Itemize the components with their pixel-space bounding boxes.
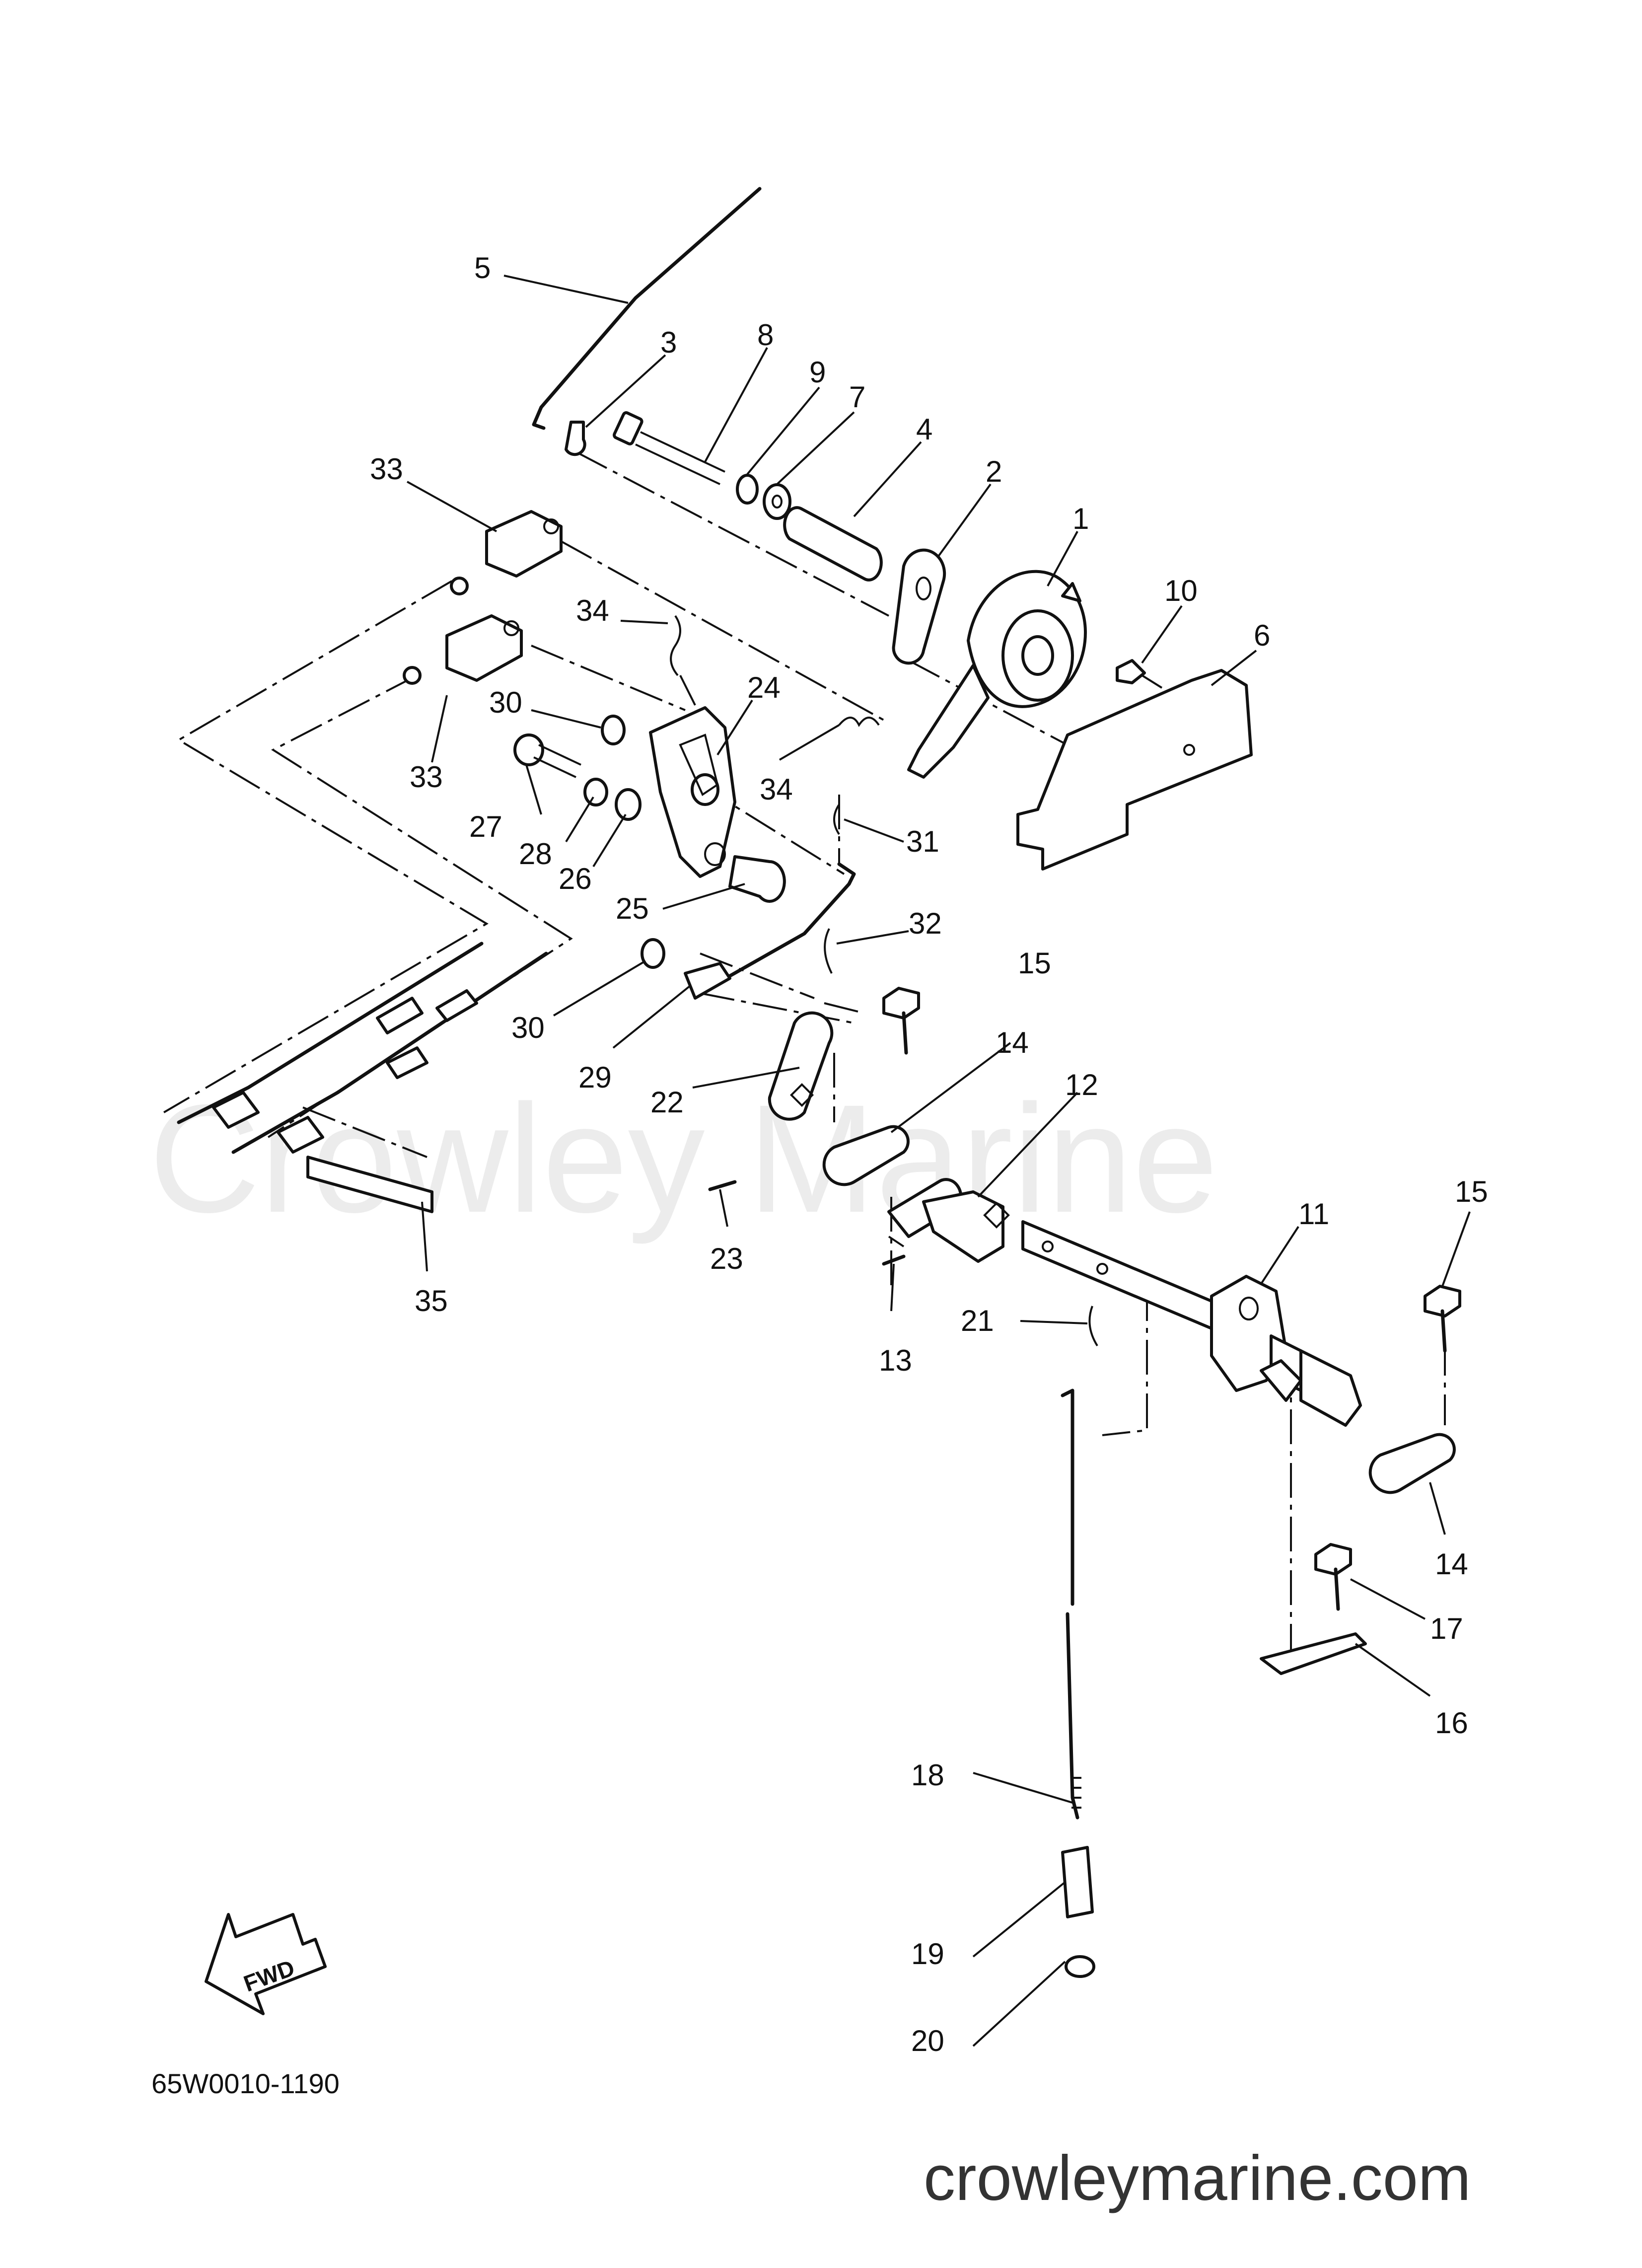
callout-31: 31	[906, 825, 939, 858]
callout-21: 21	[961, 1304, 994, 1337]
remote-cables	[177, 942, 548, 1154]
diagram-code: 65W0010-1190	[151, 2068, 340, 2099]
clamp-part-14b	[1368, 1433, 1456, 1494]
lever-part-22	[768, 1011, 834, 1121]
callout-6: 6	[1254, 619, 1270, 652]
washer-part-7	[763, 483, 791, 520]
callouts: 5 3 8 9 7 4 2 1 10 6 33 34 30 24 34 33 2…	[370, 251, 1488, 2057]
leader-lines	[407, 275, 1471, 2047]
washer-part-28	[583, 778, 608, 806]
callout-15a: 15	[1018, 947, 1051, 980]
rod-part-18	[1061, 1389, 1081, 1820]
callout-7: 7	[849, 380, 865, 414]
bracket-part-6	[1016, 669, 1253, 871]
callout-5: 5	[474, 251, 491, 285]
callout-28: 28	[519, 837, 552, 871]
throttle-cam-part-1	[907, 570, 1087, 779]
callout-26: 26	[559, 862, 592, 895]
joint-part-3	[565, 421, 586, 456]
nut-33a	[450, 577, 469, 595]
lever-part-12	[887, 1178, 1010, 1263]
callout-23: 23	[710, 1242, 743, 1275]
callout-9: 9	[809, 356, 826, 389]
callout-32: 32	[909, 907, 942, 940]
site-url: crowleymarine.com	[924, 2143, 1471, 2214]
callout-13: 13	[879, 1344, 912, 1377]
nut-33b	[403, 666, 422, 685]
washer-part-26	[615, 788, 642, 821]
watermark-text: Crowley Marine	[149, 1072, 1218, 1245]
callout-34a: 34	[576, 594, 609, 627]
pin-part-23	[708, 1180, 737, 1191]
callout-15b: 15	[1455, 1175, 1488, 1208]
joint-part-29	[684, 962, 731, 1000]
callout-30a: 30	[489, 686, 522, 719]
clamp-part-14a	[822, 1125, 910, 1186]
collar-part-25	[728, 855, 786, 903]
bolt-part-15a	[882, 987, 920, 1055]
link-part-2	[892, 548, 946, 665]
clip-part-32	[824, 928, 833, 974]
callout-27: 27	[469, 810, 502, 843]
screw-part-10	[1116, 659, 1163, 689]
rod-part-31	[711, 862, 856, 988]
washer-part-30a	[601, 715, 626, 745]
clip-part-21	[1088, 1306, 1098, 1347]
callout-12: 12	[1065, 1068, 1098, 1101]
callout-24: 24	[747, 671, 781, 704]
callout-22: 22	[650, 1086, 684, 1119]
fwd-arrow-icon: FWD	[205, 1913, 327, 2015]
parts	[177, 187, 1461, 1978]
callout-1: 1	[1072, 502, 1089, 535]
callout-17: 17	[1430, 1612, 1463, 1645]
callout-20: 20	[911, 2024, 944, 2057]
callout-4: 4	[916, 413, 932, 446]
lever-part-24	[649, 706, 736, 878]
callout-29: 29	[578, 1061, 612, 1094]
bolt-part-15b	[1424, 1285, 1461, 1353]
sleeve-part-19	[1061, 1846, 1094, 1918]
callout-2: 2	[986, 455, 1002, 488]
callout-14a: 14	[996, 1026, 1029, 1059]
callout-19: 19	[911, 1937, 944, 1971]
bolt-part-17	[1314, 1543, 1352, 1611]
pin-part-13	[882, 1254, 906, 1266]
callout-25: 25	[616, 892, 649, 925]
cable-joint-part-33b	[445, 614, 523, 682]
bolt-part-27	[513, 733, 581, 778]
callout-16: 16	[1435, 1706, 1468, 1740]
callout-33a: 33	[370, 452, 403, 486]
callout-8: 8	[757, 318, 774, 352]
callout-11: 11	[1298, 1197, 1329, 1231]
plate-part-16	[1260, 1632, 1367, 1675]
shaft-part-11	[1021, 1220, 1362, 1427]
clip-part-34a	[670, 615, 681, 676]
washer-part-9	[736, 474, 759, 505]
callout-18: 18	[911, 1758, 944, 1792]
clip-part-34b	[838, 717, 880, 727]
callout-34b: 34	[760, 773, 793, 806]
callout-10: 10	[1164, 574, 1198, 607]
callout-30b: 30	[511, 1011, 545, 1044]
collar-part-4	[783, 506, 883, 582]
bolt-part-8	[613, 411, 725, 485]
callout-35: 35	[415, 1284, 448, 1317]
nut-part-20	[1065, 1955, 1095, 1978]
rod-part-5	[532, 187, 762, 430]
callout-14b: 14	[1435, 1547, 1468, 1581]
callout-3: 3	[660, 326, 677, 359]
cable-joint-part-33a	[485, 510, 563, 578]
washer-part-30b	[641, 938, 665, 969]
callout-33b: 33	[410, 760, 443, 794]
label-plate-part-35	[306, 1156, 433, 1213]
